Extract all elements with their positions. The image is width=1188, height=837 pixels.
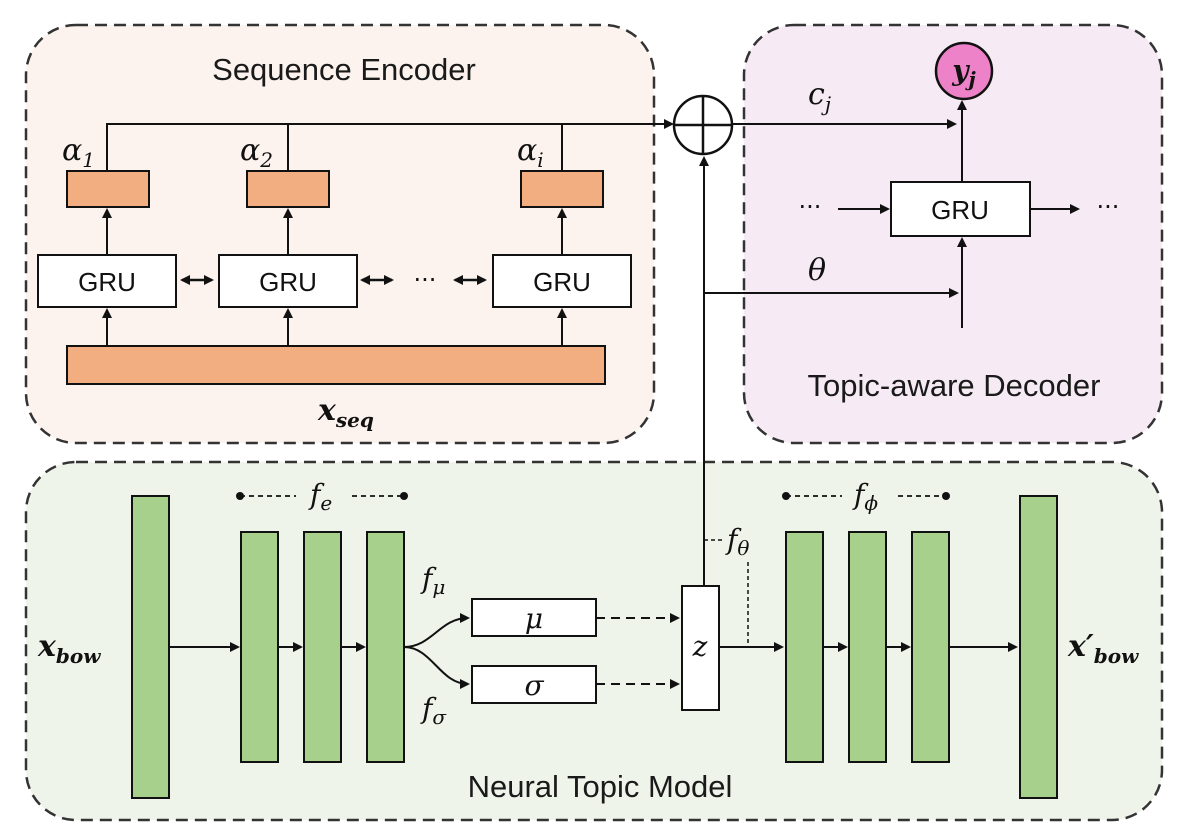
x-seq-label: xseq (317, 393, 374, 432)
fphi-layer-2 (848, 531, 887, 763)
bow-input-layer (131, 495, 170, 799)
fphi-layer-1 (785, 531, 824, 763)
alpha-2-label: α2 (240, 133, 273, 172)
encoder-ellipsis: ··· (414, 266, 437, 294)
output-y-node (934, 41, 994, 101)
decoder-left-ellipsis: ··· (799, 193, 822, 221)
fe-layer-2 (303, 531, 342, 763)
topic-aware-decoder-title: Topic-aware Decoder (808, 368, 1101, 403)
y-j-label: yj (951, 54, 976, 91)
branch-to-mu (403, 613, 470, 648)
z-label: z (692, 630, 708, 663)
neural-topic-model-panel (24, 460, 1164, 822)
x-bow-label: xbow (37, 629, 101, 668)
theta-label: θ (808, 253, 826, 288)
encoder-gru-label-3: GRU (533, 267, 591, 297)
attention-box-1 (66, 170, 150, 208)
fphi-layer-3 (911, 531, 950, 763)
sequence-encoder-title: Sequence Encoder (212, 52, 476, 87)
branch-to-sigma (403, 646, 470, 689)
fe-layer-3 (366, 531, 405, 763)
fe-layer-1 (240, 531, 279, 763)
encoder-gru-label-2: GRU (259, 267, 317, 297)
fe-bracket-dot-right (400, 492, 408, 500)
sigma-label: σ (524, 669, 544, 702)
c-j-label: cj (808, 77, 831, 116)
mu-label: μ (525, 602, 543, 635)
sequence-input-bar (66, 345, 606, 385)
decoder-gru-label: GRU (931, 195, 989, 225)
sequence-encoder-panel (24, 23, 656, 445)
decoder-gru-box (890, 181, 1031, 237)
alpha-1-label: α1 (62, 133, 95, 172)
x-bow-prime-label: x′bow (1067, 629, 1139, 668)
encoder-gru-label-1: GRU (78, 267, 136, 297)
attention-box-2 (246, 170, 330, 208)
sigma-box (471, 665, 597, 704)
neural-topic-model-title: Neural Topic Model (468, 769, 733, 804)
alpha-i-label: αi (517, 133, 544, 172)
decoder-right-ellipsis: ··· (1097, 193, 1120, 221)
fphi-bracket-dot-right (942, 492, 950, 500)
encoder-gru-box-2 (218, 254, 358, 308)
encoder-gru-box-3 (492, 254, 632, 308)
bow-output-layer (1019, 495, 1058, 799)
attention-box-3 (520, 170, 604, 208)
